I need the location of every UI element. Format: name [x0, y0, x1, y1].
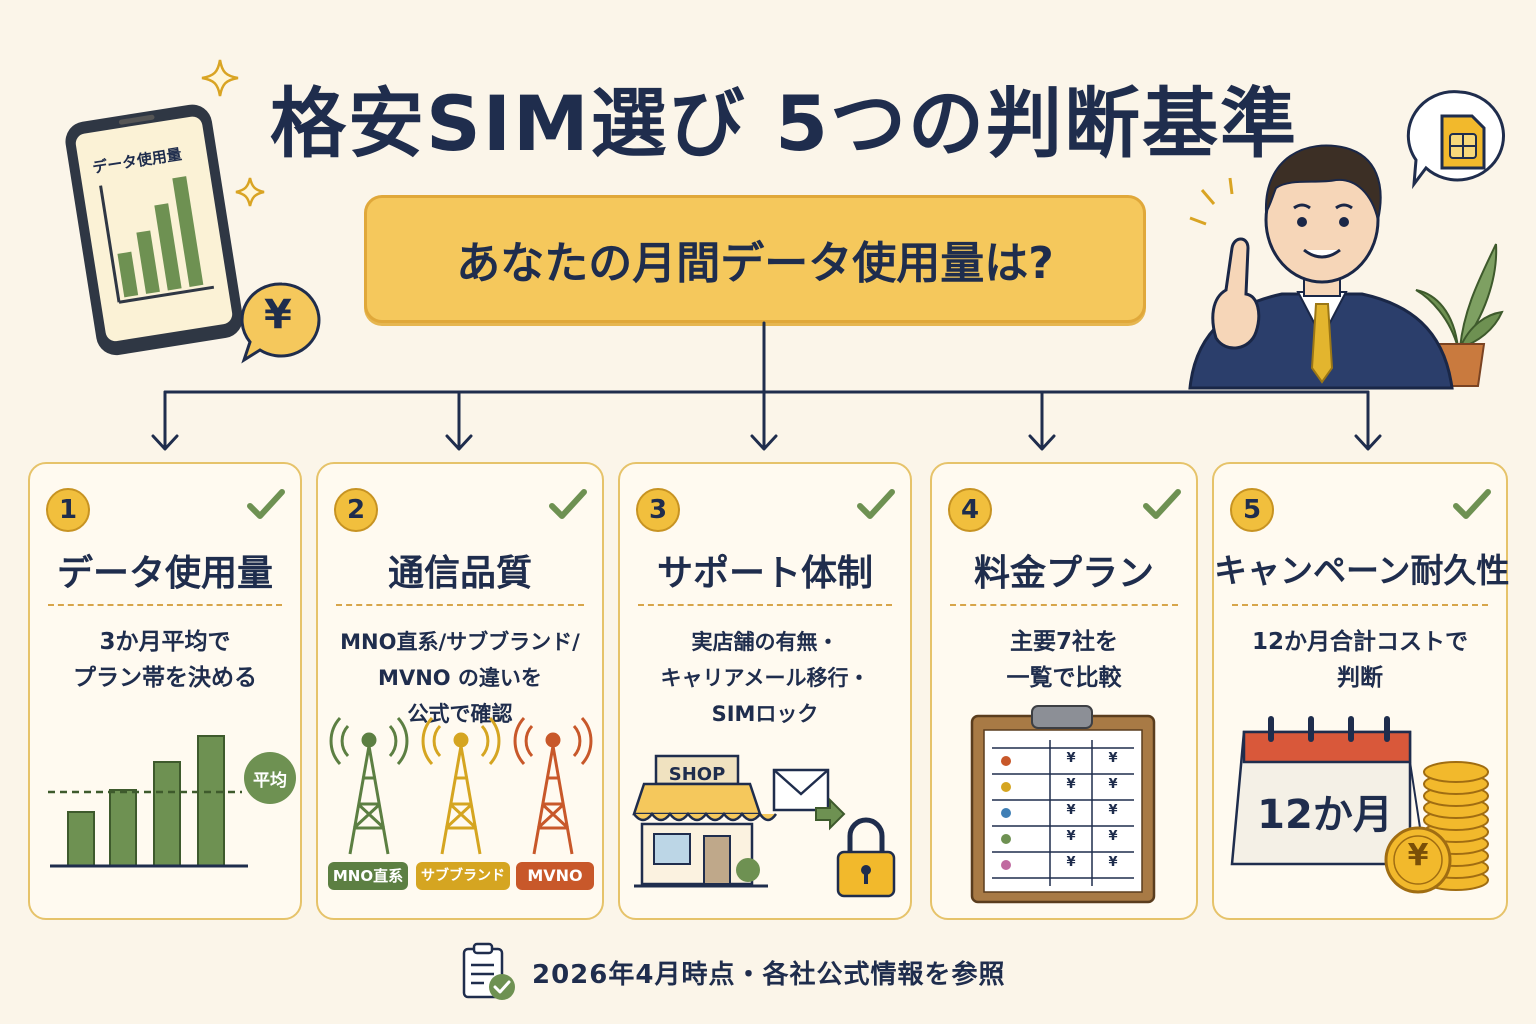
calendar-label: 12か月 — [1257, 792, 1393, 838]
divider — [336, 604, 584, 606]
criterion-card-pricing: 4 料金プラン 主要7社を 一覧で比較 ¥¥ ¥¥ ¥¥ ¥¥ ¥¥ — [930, 462, 1198, 920]
flow-connectors — [151, 321, 1382, 451]
tower-label-mno: MNO直系 — [328, 862, 408, 890]
criterion-description: MNO直系/サブブランド/ MVNO の違いを 公式で確認 — [340, 630, 580, 726]
tower-label-mvno: MVNO — [516, 862, 594, 890]
divider — [638, 604, 892, 606]
checkmark-icon — [857, 489, 895, 519]
criterion-number: 2 — [334, 488, 378, 532]
criterion-description: 12か月合計コストで 判断 — [1251, 629, 1468, 691]
businessman-illustration — [1188, 144, 1454, 390]
clipboard-check-icon — [462, 942, 515, 1000]
cell-tower-icons — [329, 716, 593, 855]
tower-mvno-icon — [513, 716, 593, 855]
criterion-card-campaign: 5 キャンペーン耐久性 12か月合計コストで 判断 1 — [1212, 462, 1510, 920]
coin-yen-symbol: ¥ — [1407, 838, 1429, 873]
checkmark-icon — [549, 489, 587, 519]
mail-arrow-icon — [772, 768, 846, 831]
shop-sign: SHOP — [668, 764, 726, 785]
lock-icon — [836, 817, 896, 898]
criterion-card-support: 3 サポート体制 実店舗の有無・ キャリアメール移行・ SIMロック — [618, 462, 912, 920]
criterion-description: 主要7社を 一覧で比較 — [1006, 629, 1122, 691]
tower-label-subbrand: サブブランド — [416, 862, 510, 890]
criterion-title: サポート体制 — [656, 553, 873, 594]
criterion-card-network-quality: 2 通信品質 MNO直系/サブブランド/ MVNO の違いを 公式で確認 MNO… — [316, 462, 604, 920]
footer-note: 2026年4月時点・各社公式情報を参照 — [460, 940, 1005, 1004]
criterion-number: 5 — [1230, 488, 1274, 532]
shop-mail-lock-icons — [632, 754, 896, 898]
question-banner: あなたの月間データ使用量は? — [364, 195, 1146, 323]
shop-icon — [632, 754, 778, 888]
criterion-title: 通信品質 — [387, 553, 532, 594]
calendar-coins-icon — [1230, 716, 1489, 894]
yen-symbol: ¥ — [264, 292, 292, 338]
sparkle-icon — [201, 59, 239, 97]
criterion-description: 3か月平均で プラン帯を決める — [73, 629, 257, 691]
sim-card-bubble-icon — [1406, 90, 1505, 190]
checkmark-icon — [1143, 489, 1181, 519]
average-label: 平均 — [253, 771, 287, 791]
yen-bubble-icon — [240, 282, 321, 364]
divider — [1232, 604, 1488, 606]
smartphone-icon — [65, 104, 243, 356]
criterion-title: キャンペーン耐久性 — [1214, 551, 1510, 590]
criterion-title: 料金プラン — [973, 553, 1154, 594]
tower-subbrand-icon — [421, 716, 501, 855]
criterion-description: 実店舗の有無・ キャリアメール移行・ SIMロック — [660, 630, 870, 726]
divider — [48, 604, 282, 606]
divider — [950, 604, 1178, 606]
tower-mno-icon — [329, 716, 409, 855]
criterion-title: データ使用量 — [56, 553, 273, 594]
checkmark-icon — [247, 489, 285, 519]
checkmark-icon — [1453, 489, 1491, 519]
criterion-number: 4 — [948, 488, 992, 532]
bar-chart-icon — [48, 735, 296, 868]
criterion-number: 3 — [636, 488, 680, 532]
yen-cells: ¥¥ ¥¥ ¥¥ ¥¥ ¥¥ — [1066, 751, 1118, 870]
criterion-card-data-usage: 1 データ使用量 3か月平均で プラン帯を決める 平均 — [28, 462, 302, 920]
page-title: 格安SIM選び 5つの判断基準 — [270, 79, 1298, 168]
footer-text: 2026年4月時点・各社公式情報を参照 — [532, 959, 1006, 990]
sparkle-icon — [235, 177, 265, 207]
criterion-number: 1 — [46, 488, 90, 532]
clipboard-comparison-icon — [970, 705, 1156, 904]
